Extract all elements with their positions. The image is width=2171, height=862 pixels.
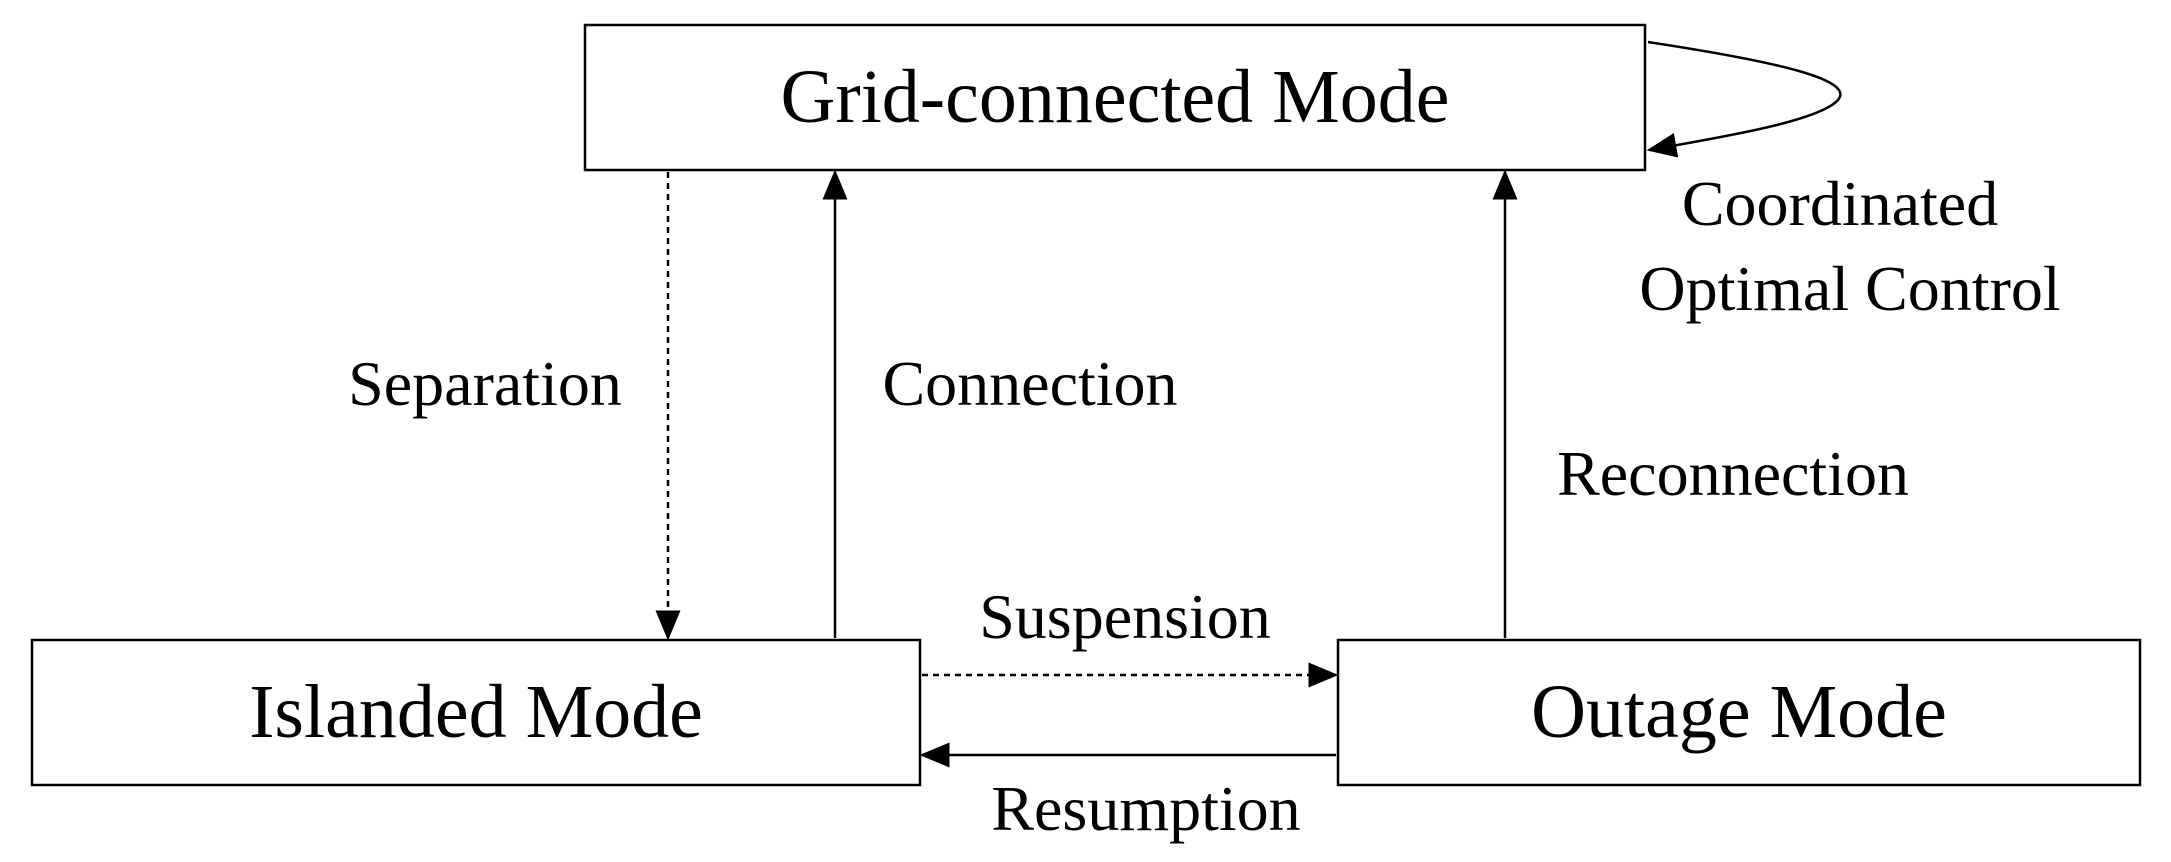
grid-connected-mode-label: Grid-connected Mode	[781, 55, 1450, 139]
suspension-label: Suspension	[979, 581, 1271, 652]
islanded-mode-label: Islanded Mode	[249, 670, 703, 754]
outage-mode-node: Outage Mode	[1336, 638, 2142, 787]
coordinated-control-label-line1: Coordinated	[1682, 168, 1998, 239]
coordinated-control-loop-arrow	[1646, 40, 1842, 158]
resumption-label: Resumption	[991, 773, 1300, 844]
grid-connected-mode-node: Grid-connected Mode	[583, 23, 1647, 172]
separation-label: Separation	[348, 348, 622, 419]
outage-mode-label: Outage Mode	[1531, 670, 1947, 754]
reconnection-label: Reconnection	[1557, 438, 1909, 509]
islanded-mode-node: Islanded Mode	[30, 638, 922, 787]
connection-label: Connection	[882, 348, 1177, 419]
coordinated-control-label-line2: Optimal Control	[1639, 253, 2060, 324]
